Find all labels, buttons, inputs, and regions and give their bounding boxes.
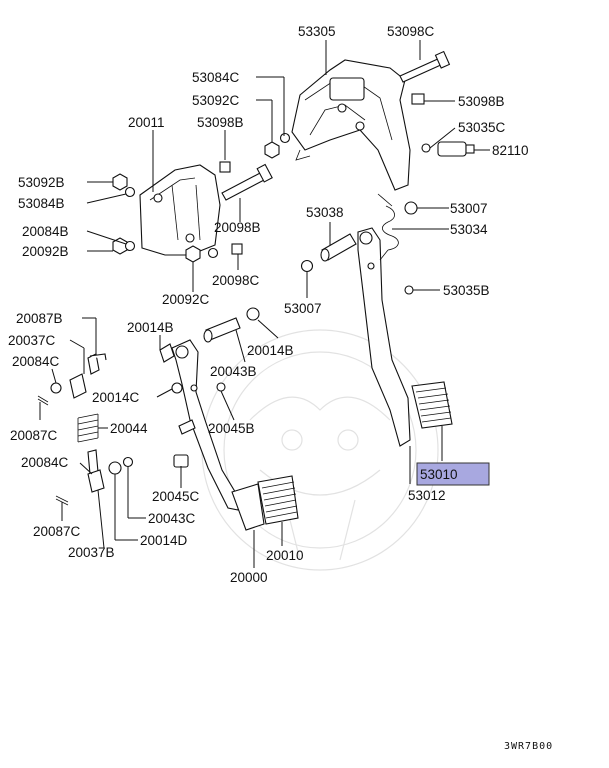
callout-53084C: 53084C <box>192 70 240 85</box>
washer-20084C-top <box>50 382 62 394</box>
brake-pedal-pad <box>411 381 453 429</box>
callout-53007-right: 53007 <box>450 201 488 216</box>
callout-20045C: 20045C <box>152 489 200 504</box>
callout-53038: 53038 <box>306 205 344 220</box>
callout-82110: 82110 <box>492 143 529 158</box>
callout-53084B: 53084B <box>18 196 65 211</box>
callout-20014B-left: 20014B <box>127 320 174 335</box>
bolt-53098C <box>399 50 451 83</box>
callout-53035C: 53035C <box>458 120 506 135</box>
clutch-pedal-pad <box>231 475 299 531</box>
callout-53305: 53305 <box>298 24 336 39</box>
bushing-20014D <box>108 456 134 475</box>
callout-20037C: 20037C <box>8 333 56 348</box>
bushings-brake <box>300 201 418 295</box>
callout-20000: 20000 <box>230 570 268 585</box>
callout-53098B-top: 53098B <box>197 115 244 130</box>
spring-53034 <box>377 193 399 261</box>
callout-20045B: 20045B <box>208 421 255 436</box>
callout-labels: 53305 53098C 53084C 53092C 53098B 53098B… <box>8 24 553 752</box>
callout-53098C: 53098C <box>387 24 435 39</box>
bushings-clutch <box>159 307 260 468</box>
pivot-pin-20014B <box>203 317 241 343</box>
callout-53012: 53012 <box>408 488 446 503</box>
diagram-code: 3WR7B00 <box>504 741 553 752</box>
callout-53034: 53034 <box>450 222 488 237</box>
callout-20084B: 20084B <box>22 224 69 239</box>
callout-20098C: 20098C <box>212 273 260 288</box>
callout-20037B: 20037B <box>68 545 115 560</box>
bolt-20098B <box>221 163 273 201</box>
callout-20043C: 20043C <box>148 511 196 526</box>
callout-20092C: 20092C <box>162 292 210 307</box>
switch-82110 <box>421 141 475 157</box>
brake-pedal-arm <box>357 227 411 447</box>
callout-20084C-top: 20084C <box>12 354 60 369</box>
callout-53098B-right: 53098B <box>458 94 505 109</box>
callout-20010: 20010 <box>266 548 304 563</box>
callout-53092C: 53092C <box>192 93 240 108</box>
callout-20087C-top: 20087C <box>10 428 58 443</box>
nuts-upper-left <box>112 132 291 263</box>
brake-pedal-bracket <box>291 59 411 191</box>
callout-53010: 53010 <box>420 467 458 482</box>
clevis-20037C <box>69 353 107 399</box>
callout-20014D: 20014D <box>140 533 188 548</box>
spring-20044 <box>77 413 99 443</box>
highlight-53010 <box>416 462 490 486</box>
callout-20043B: 20043B <box>210 364 257 379</box>
pin-53038 <box>320 233 357 262</box>
callout-20092B: 20092B <box>22 244 69 259</box>
callout-20014C: 20014C <box>92 390 140 405</box>
callout-53007-left: 53007 <box>284 301 322 316</box>
callout-20011: 20011 <box>128 115 165 130</box>
callout-20084C-bottom: 20084C <box>21 455 69 470</box>
cotter-20087C-top <box>37 395 49 406</box>
callout-20014B-right: 20014B <box>247 343 294 358</box>
callout-20098B: 20098B <box>214 220 261 235</box>
watermark-emblem <box>201 329 439 571</box>
leader-lines <box>39 40 490 568</box>
callout-20044: 20044 <box>110 421 148 436</box>
callout-53092B: 53092B <box>18 175 65 190</box>
clevis-20037B <box>87 449 105 493</box>
callout-20087B: 20087B <box>16 311 63 326</box>
callout-20087C-bottom: 20087C <box>33 524 81 539</box>
callout-53035B: 53035B <box>443 283 490 298</box>
clutch-pedal-bracket <box>139 164 221 256</box>
nut-53098B-right <box>411 93 425 105</box>
